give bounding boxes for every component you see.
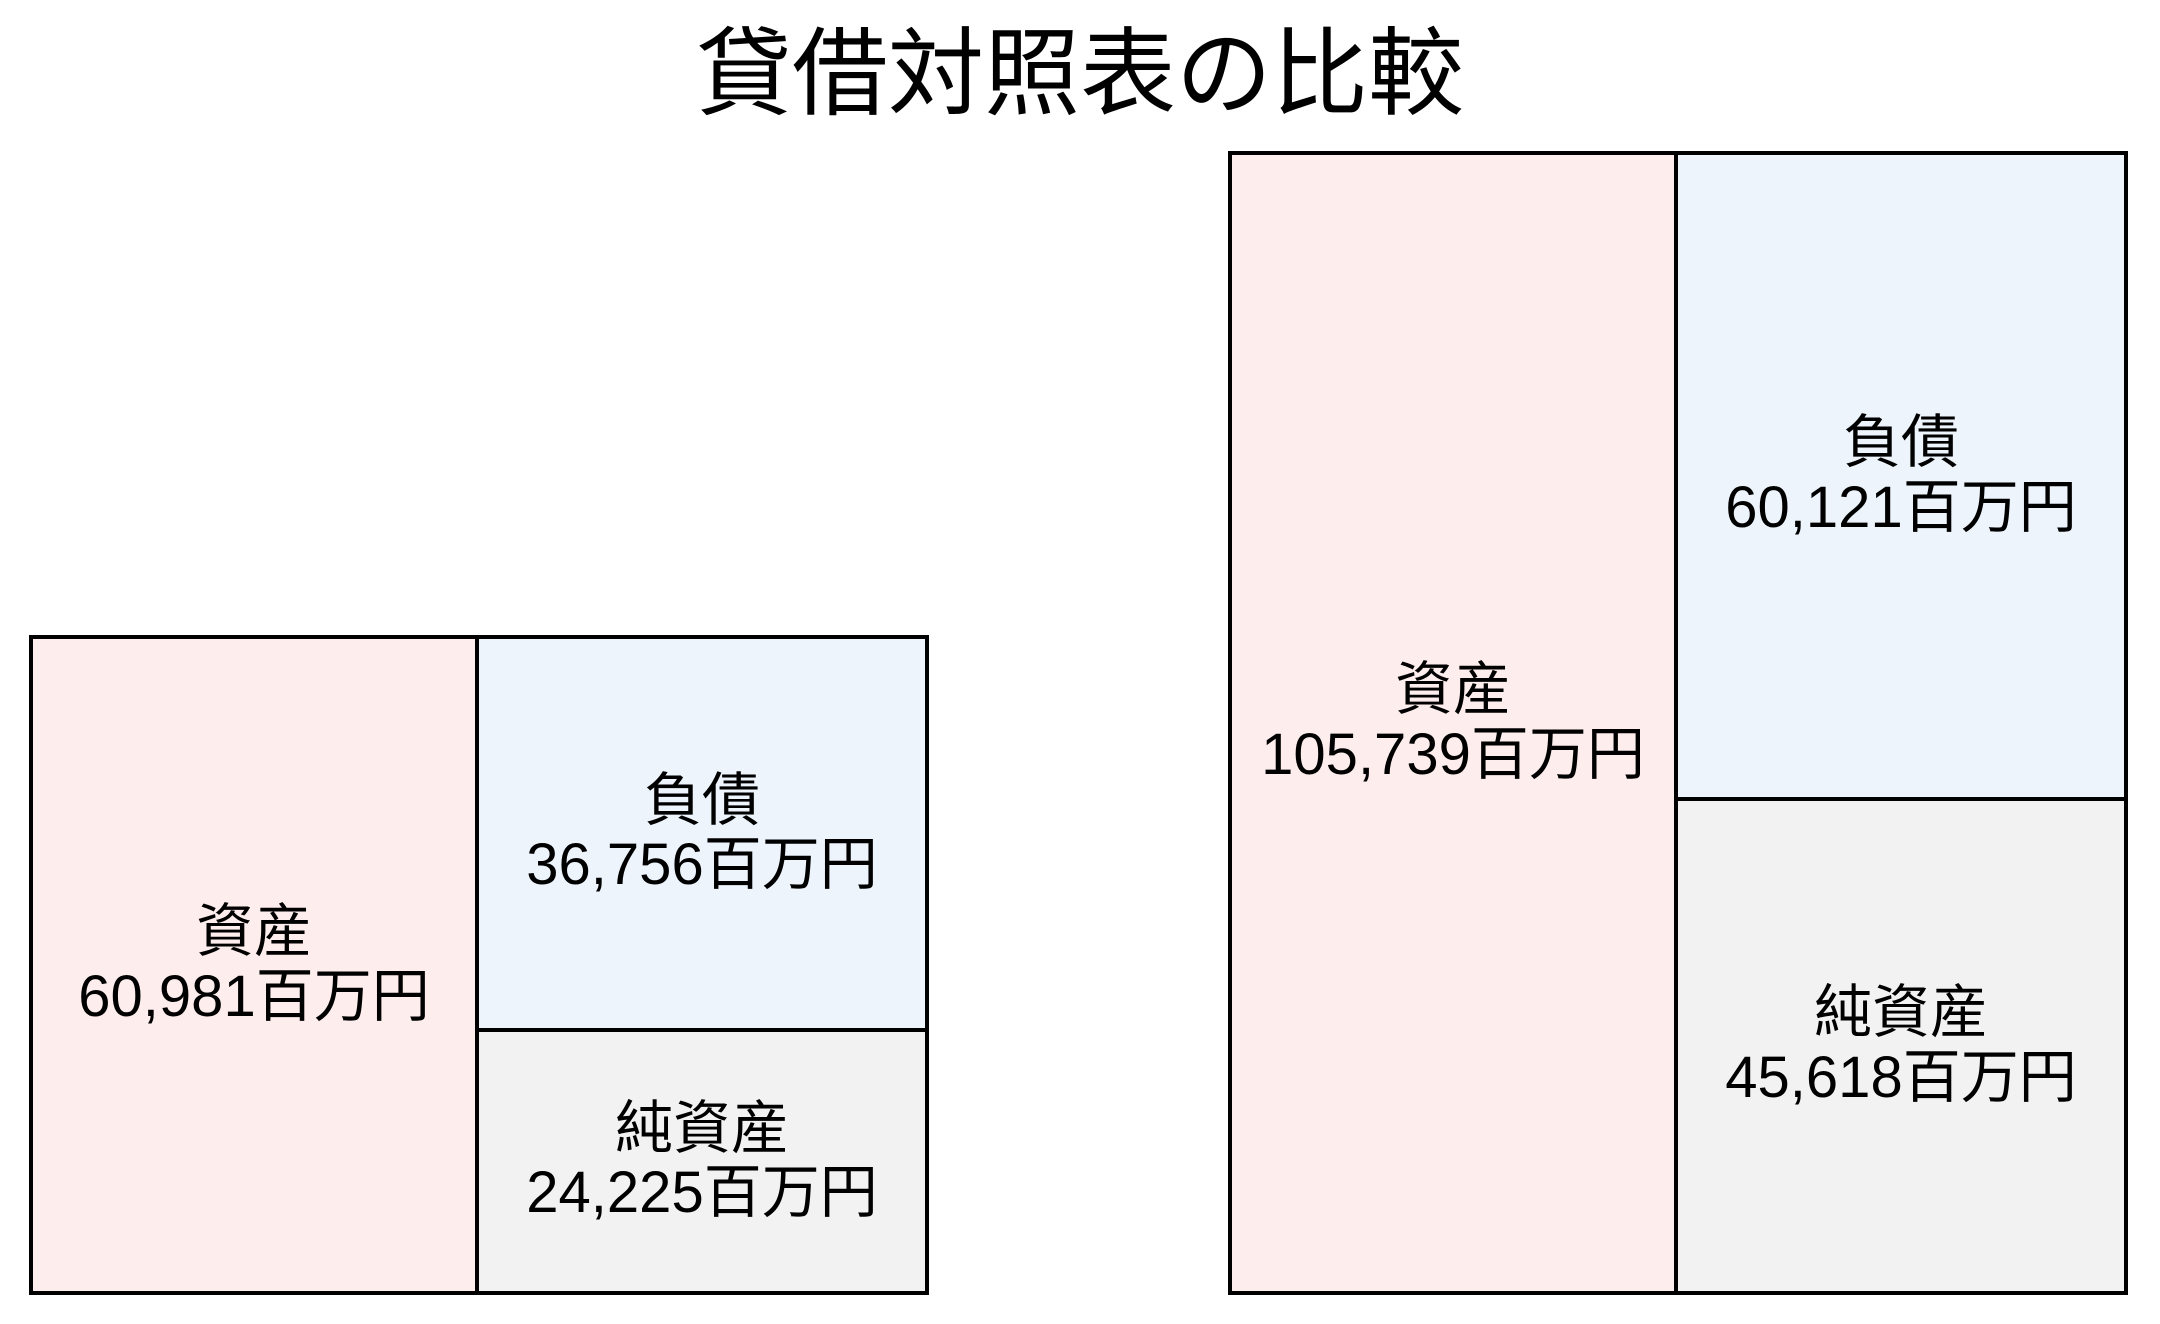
assets-box-large: 資産 105,739百万円 xyxy=(1232,155,1678,1291)
net-assets-amount: 24,225百万円 xyxy=(526,1160,878,1226)
net-assets-box-large: 純資産 45,618百万円 xyxy=(1678,800,2124,1291)
assets-amount: 105,739百万円 xyxy=(1261,722,1645,787)
assets-box-small: 資産 60,981百万円 xyxy=(33,639,479,1291)
chart-title: 貸借対照表の比較 xyxy=(696,21,1464,128)
assets-name: 資産 xyxy=(1394,657,1511,723)
liabilities-label-large: 負債 60,121百万円 xyxy=(1725,409,2077,541)
credit-column-large: 負債 60,121百万円 純資産 45,618百万円 xyxy=(1678,155,2124,1291)
net-assets-label-large: 純資産 45,618百万円 xyxy=(1725,979,2077,1111)
assets-amount: 60,981百万円 xyxy=(78,964,430,1029)
balance-sheet-small: 資産 60,981百万円 負債 36,756百万円 純資産 24,225百万円 xyxy=(29,635,929,1295)
assets-label-small: 資産 60,981百万円 xyxy=(78,899,430,1030)
assets-label-large: 資産 105,739百万円 xyxy=(1261,657,1645,788)
liabilities-box-large: 負債 60,121百万円 xyxy=(1678,155,2124,801)
net-assets-name: 純資産 xyxy=(1813,979,1988,1045)
liabilities-amount: 60,121百万円 xyxy=(1725,474,2077,540)
net-assets-box-small: 純資産 24,225百万円 xyxy=(479,1031,925,1291)
liabilities-name: 負債 xyxy=(643,767,760,833)
liabilities-label-small: 負債 36,756百万円 xyxy=(526,767,878,899)
assets-name: 資産 xyxy=(195,899,312,965)
credit-column-small: 負債 36,756百万円 純資産 24,225百万円 xyxy=(479,639,925,1291)
balance-sheet-large: 資産 105,739百万円 負債 60,121百万円 純資産 45,618百万円 xyxy=(1228,151,2128,1295)
liabilities-amount: 36,756百万円 xyxy=(526,832,878,898)
liabilities-box-small: 負債 36,756百万円 xyxy=(479,639,925,1032)
net-assets-amount: 45,618百万円 xyxy=(1725,1044,2077,1110)
liabilities-name: 負債 xyxy=(1842,409,1959,475)
net-assets-name: 純資産 xyxy=(614,1095,789,1161)
net-assets-label-small: 純資産 24,225百万円 xyxy=(526,1095,878,1227)
